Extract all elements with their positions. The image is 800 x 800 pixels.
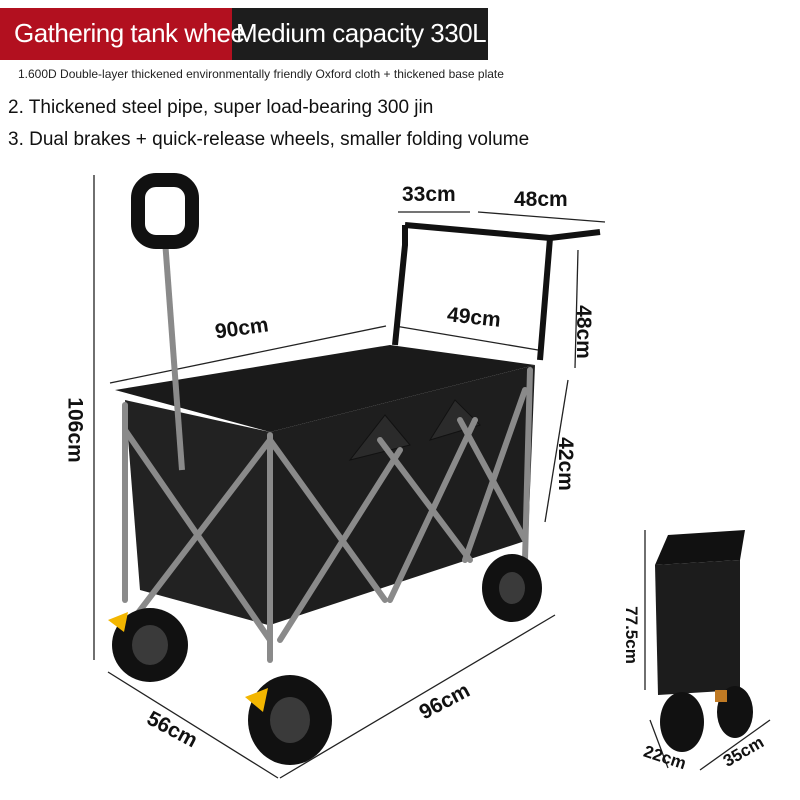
folded-wagon xyxy=(655,530,753,752)
wheels xyxy=(108,554,542,765)
dim-body-height: 42cm xyxy=(553,437,577,491)
dim-handle-offset: 33cm xyxy=(402,183,456,206)
title-right: Medium capacity 330L xyxy=(236,18,487,48)
dim-handle-height: 48cm xyxy=(571,305,595,359)
dim-handle-width: 48cm xyxy=(514,188,568,211)
steel-frame xyxy=(122,367,533,663)
dim-folded-height: 77.5cm xyxy=(621,606,641,664)
title-banner-red xyxy=(0,8,232,60)
dim-total-height: 106cm xyxy=(63,397,87,463)
title-banner-dark xyxy=(232,8,488,60)
push-handle xyxy=(392,222,601,361)
pull-handle xyxy=(131,173,199,471)
title-left: Gathering tank whee xyxy=(14,18,245,48)
feature-line-1: 1.600D Double-layer thickened environmen… xyxy=(18,67,504,81)
dimension-lines xyxy=(93,175,771,779)
feature-line-3: 3. Dual brakes + quick-release wheels, s… xyxy=(8,129,530,150)
feature-line-2: 2. Thickened steel pipe, super load-bear… xyxy=(8,97,434,118)
